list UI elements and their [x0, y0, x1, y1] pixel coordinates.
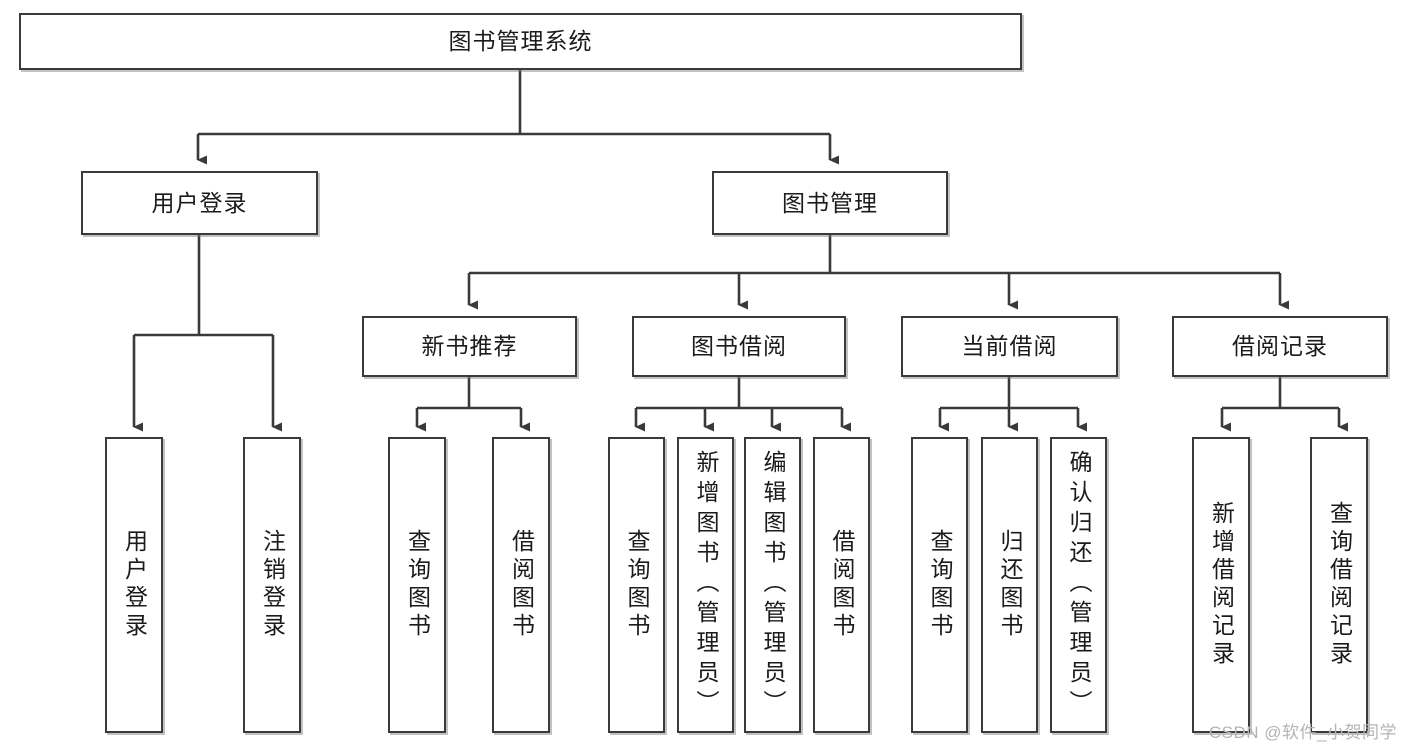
leaf-borrow-book-1-label: 借阅图书 — [508, 529, 535, 641]
leaf-query-book-2-label: 查询图书 — [624, 529, 650, 641]
leaf-confirm-return[interactable]: 确认归还（管理员） — [1050, 437, 1107, 733]
leaf-query-record[interactable]: 查询借阅记录 — [1310, 437, 1368, 733]
node-book-borrow-label: 图书借阅 — [691, 333, 787, 360]
node-book-manage-label: 图书管理 — [782, 189, 878, 216]
node-new-book-recommend-label: 新书推荐 — [421, 333, 518, 360]
leaf-return-book[interactable]: 归还图书 — [981, 437, 1038, 733]
leaf-query-book-3-label: 查询图书 — [927, 529, 953, 641]
leaf-borrow-book-1[interactable]: 借阅图书 — [492, 437, 550, 733]
node-current-borrow[interactable]: 当前借阅 — [901, 316, 1118, 377]
leaf-borrow-book-2[interactable]: 借阅图书 — [813, 437, 870, 733]
node-user-login-label: 用户登录 — [151, 189, 248, 216]
leaf-query-record-label: 查询借阅记录 — [1326, 501, 1353, 669]
node-borrow-record[interactable]: 借阅记录 — [1172, 316, 1388, 377]
leaf-add-book[interactable]: 新增图书（管理员） — [677, 437, 734, 733]
node-borrow-record-label: 借阅记录 — [1232, 333, 1328, 360]
leaf-query-book-1[interactable]: 查询图书 — [388, 437, 446, 733]
leaf-logout-login-label: 注销登录 — [259, 529, 286, 641]
node-book-manage[interactable]: 图书管理 — [712, 171, 948, 235]
leaf-confirm-return-label: 确认归还（管理员） — [1066, 450, 1092, 720]
node-root-label: 图书管理系统 — [448, 28, 593, 55]
leaf-add-record-label: 新增借阅记录 — [1208, 501, 1235, 669]
leaf-return-book-label: 归还图书 — [997, 529, 1023, 641]
leaf-edit-book-label: 编辑图书（管理员） — [760, 450, 786, 720]
node-book-borrow[interactable]: 图书借阅 — [632, 316, 846, 377]
leaf-add-record[interactable]: 新增借阅记录 — [1192, 437, 1250, 733]
leaf-borrow-book-2-label: 借阅图书 — [829, 529, 855, 641]
leaf-logout-login[interactable]: 注销登录 — [243, 437, 301, 733]
node-user-login[interactable]: 用户登录 — [81, 171, 318, 235]
node-new-book-recommend[interactable]: 新书推荐 — [362, 316, 577, 377]
leaf-user-login-label: 用户登录 — [121, 529, 148, 641]
leaf-add-book-label: 新增图书（管理员） — [693, 450, 719, 720]
leaf-edit-book[interactable]: 编辑图书（管理员） — [744, 437, 801, 733]
watermark-text: CSDN @软件_小贺同学 — [1208, 723, 1397, 742]
leaf-query-book-2[interactable]: 查询图书 — [608, 437, 665, 733]
leaf-user-login[interactable]: 用户登录 — [105, 437, 163, 733]
node-root[interactable]: 图书管理系统 — [19, 13, 1022, 70]
node-current-borrow-label: 当前借阅 — [961, 333, 1058, 360]
leaf-query-book-3[interactable]: 查询图书 — [911, 437, 968, 733]
leaf-query-book-1-label: 查询图书 — [404, 529, 431, 641]
